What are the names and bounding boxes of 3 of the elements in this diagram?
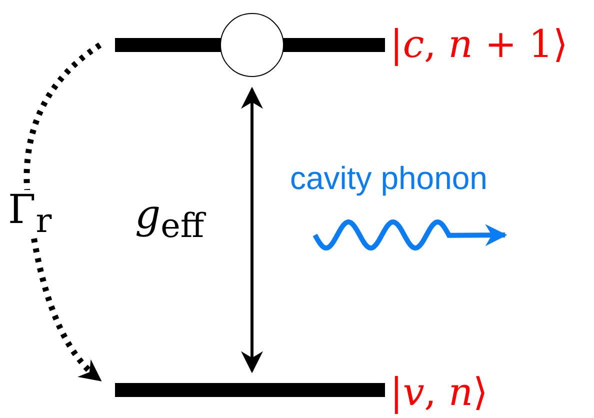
double-arrow (241, 86, 263, 374)
caption-text: cavity phonon (290, 160, 488, 197)
dotted-arrow (24, 42, 102, 382)
